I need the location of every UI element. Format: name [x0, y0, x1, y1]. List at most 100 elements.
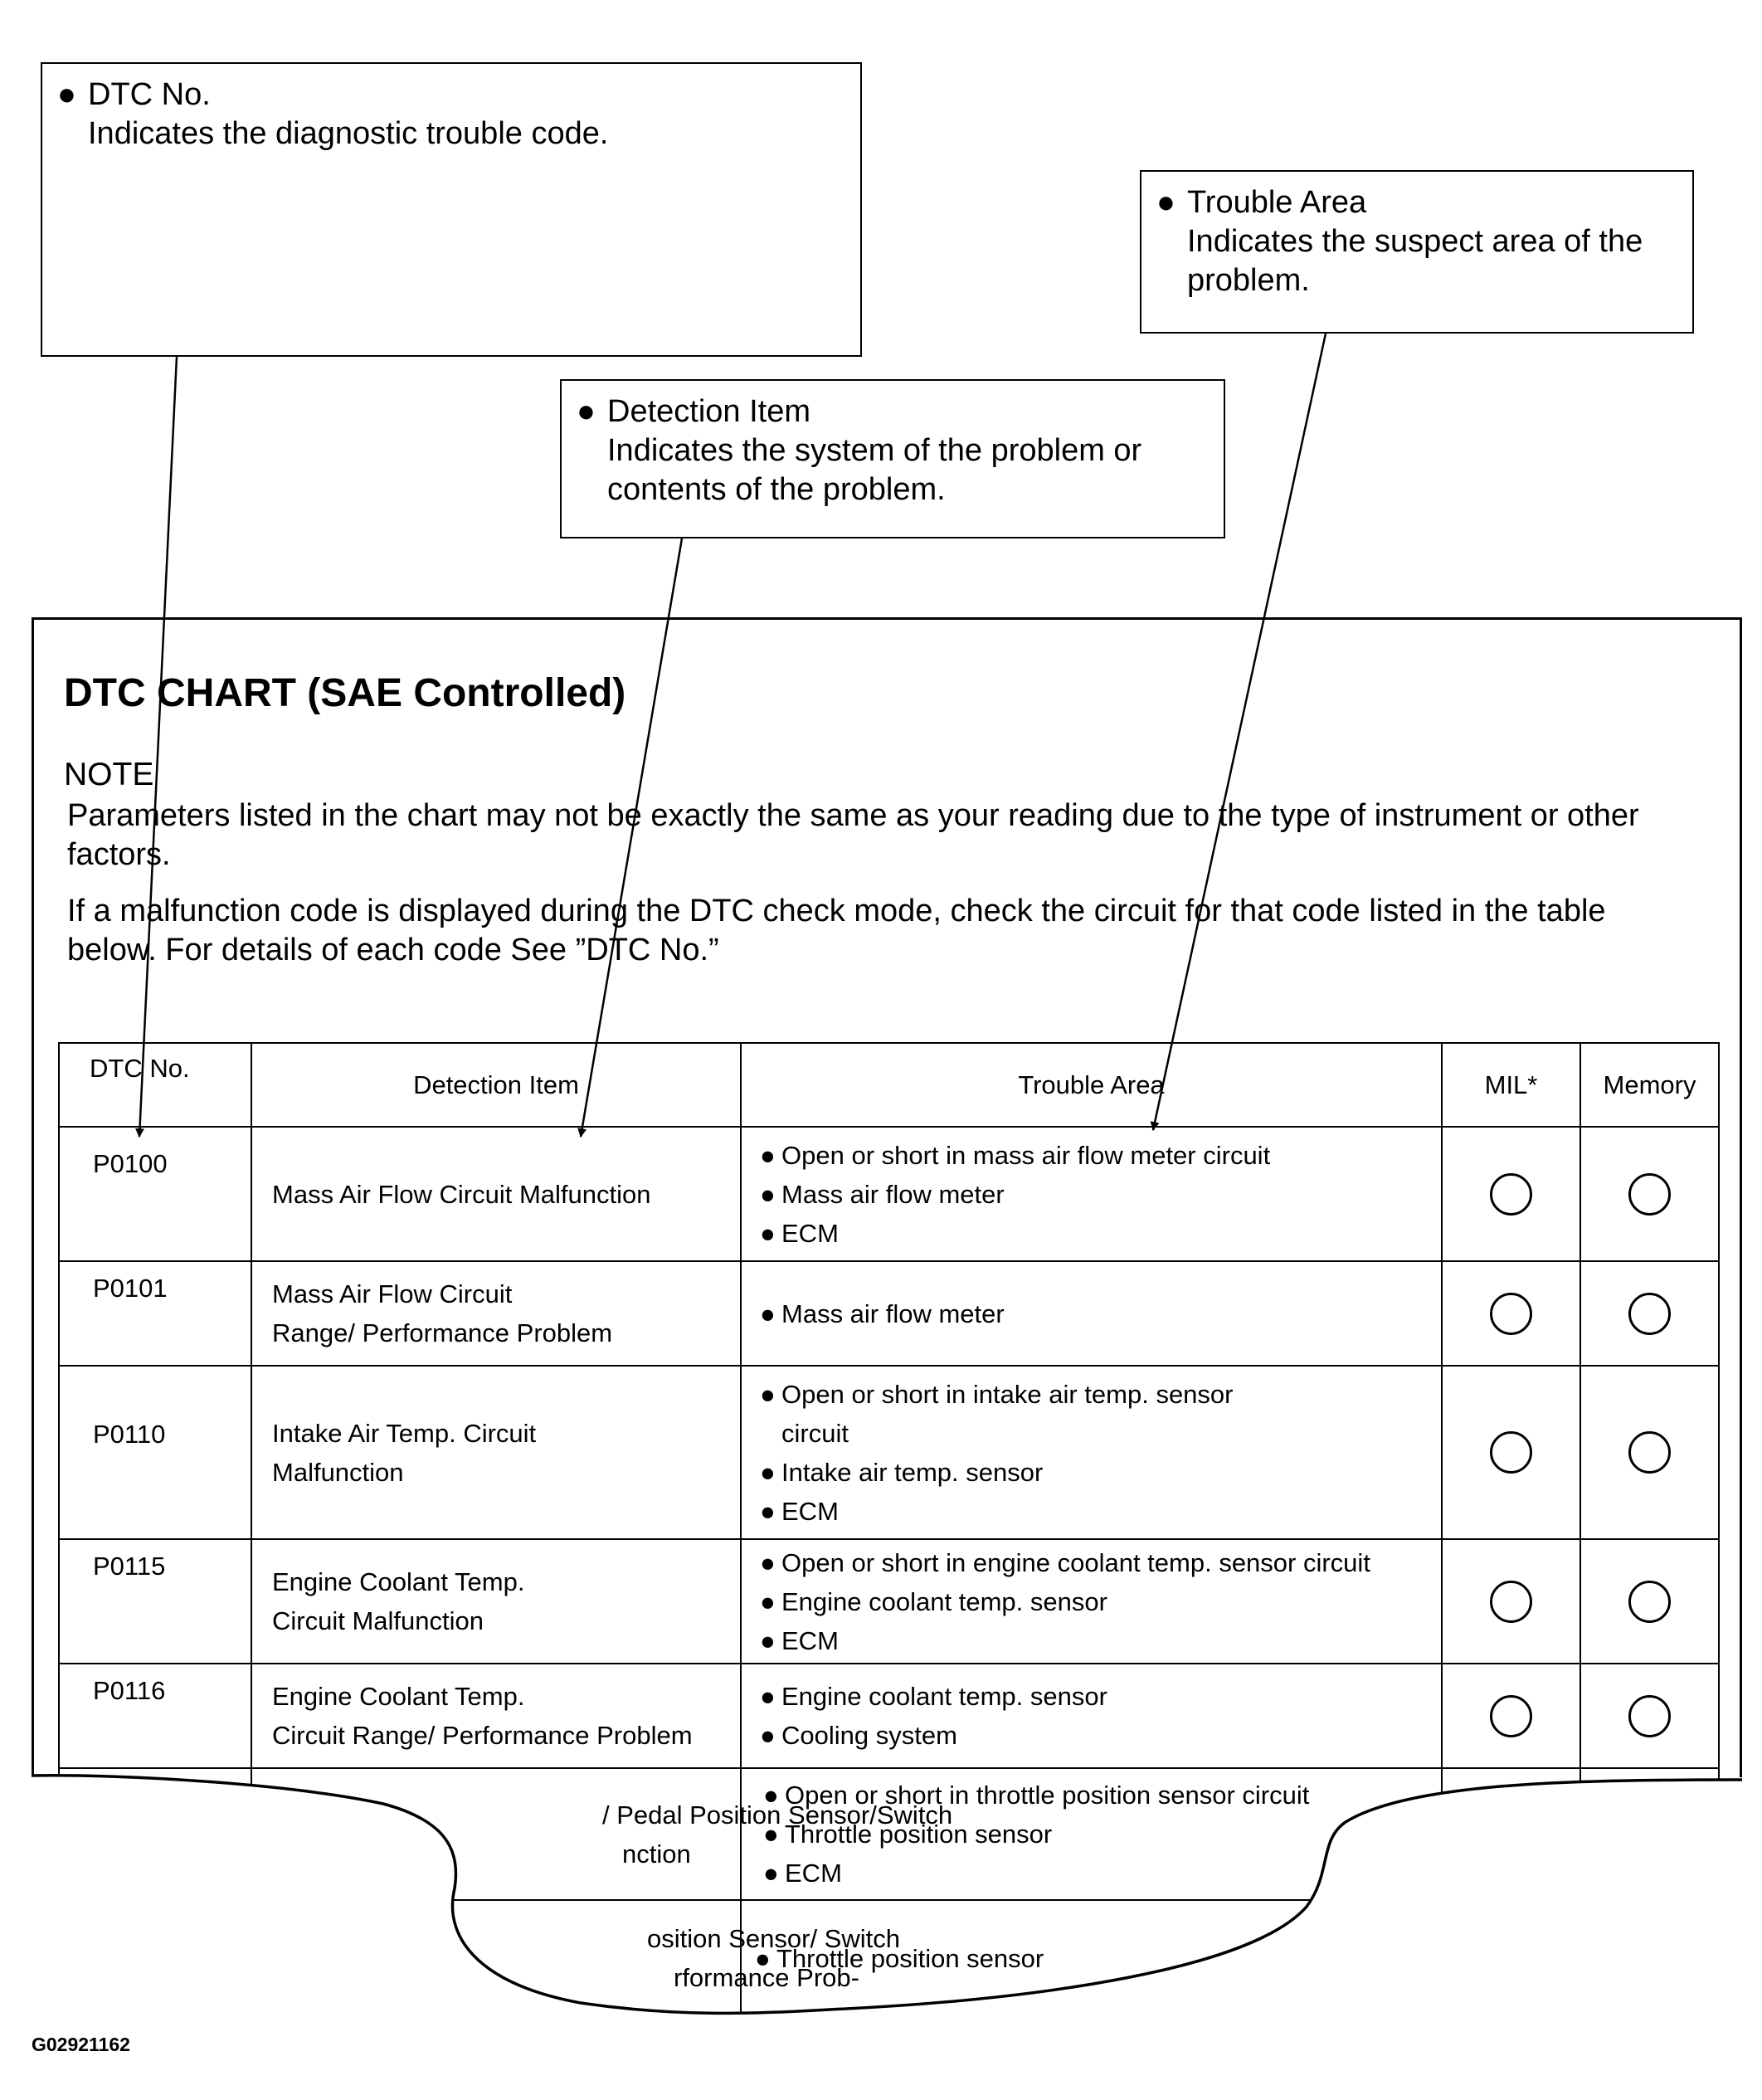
callout-dtc-no: ● DTC No. Indicates the diagnostic troub… — [41, 62, 862, 357]
memory-cell — [1579, 1663, 1720, 1769]
trouble-area-line: ●Open or short in mass air flow meter ci… — [760, 1136, 1441, 1175]
trouble-area-line: ●Throttle position sensor — [763, 1815, 1441, 1854]
leader-arrow-detection-item — [577, 538, 684, 1138]
detection-item-line: / Pedal Position Sensor/Switch — [602, 1800, 953, 1830]
detection-item-line: Intake Air Temp. Circuit — [272, 1418, 537, 1448]
detection-item-line: Engine Coolant Temp. — [272, 1682, 525, 1711]
callout-detection-item: ● Detection Item Indicates the system of… — [560, 379, 1225, 538]
circle-mark-icon — [1628, 1172, 1671, 1216]
note-paragraph-1-line-1: Parameters listed in the chart may not b… — [67, 798, 1639, 833]
memory-cell — [1579, 1538, 1720, 1664]
trouble-area-line: ●Cooling system — [760, 1716, 1441, 1755]
bullet-icon: ● — [763, 1820, 779, 1849]
detection-item: Mass Air Flow Circuit Malfunction — [251, 1126, 742, 1262]
callout-detection-item-description-1: Indicates the system of the problem or — [607, 433, 1142, 468]
callout-trouble-area-description-1: Indicates the suspect area of the — [1187, 224, 1643, 259]
circle-mark-icon — [1490, 1292, 1532, 1335]
trouble-area-line: circuit — [781, 1418, 849, 1448]
torn-edge-line — [31, 1774, 1743, 2015]
callout-dtc-no-description: Indicates the diagnostic trouble code. — [88, 116, 609, 151]
bullet-icon: ● — [760, 1496, 776, 1526]
detection-item-line: Engine Coolant Temp. — [272, 1567, 525, 1596]
torn-area-mask — [0, 1775, 1762, 2100]
trouble-area-line: ●ECM — [760, 1214, 1441, 1253]
trouble-area-line: ●Engine coolant temp. sensor — [760, 1677, 1441, 1716]
trouble-area-line: ●Mass air flow meter — [760, 1294, 1441, 1333]
header-dtc-no: DTC No. — [58, 1042, 252, 1128]
callout-detection-item-description-2: contents of the problem. — [607, 472, 946, 507]
bullet-icon: ● — [763, 1781, 779, 1810]
bullet-icon: ● — [760, 1218, 776, 1248]
bullet-icon: ● — [577, 394, 596, 429]
bullet-icon: ● — [760, 1140, 776, 1170]
bullet-icon: ● — [755, 1943, 771, 1973]
memory-cell — [1579, 1260, 1720, 1367]
trouble-area: ●Mass air flow meter — [740, 1260, 1443, 1367]
trouble-area: ●Open or short in engine coolant temp. s… — [740, 1538, 1443, 1664]
detection-item-line: nction — [622, 1839, 691, 1869]
bullet-icon: ● — [763, 1859, 779, 1888]
note-paragraph-1: Parameters listed in the chart may not b… — [67, 797, 1639, 875]
trouble-area-line: ●Open or short in throttle position sens… — [763, 1776, 1441, 1815]
leader-arrow-trouble-area — [1150, 333, 1327, 1132]
bullet-icon: ● — [760, 1625, 776, 1655]
trouble-area-line: ●Intake air temp. sensor — [760, 1453, 1441, 1492]
bullet-icon: ● — [1156, 185, 1175, 220]
bullet-icon: ● — [760, 1682, 776, 1711]
bullet-icon: ● — [760, 1586, 776, 1616]
header-memory: Memory — [1579, 1042, 1720, 1128]
callout-trouble-area-title: Trouble Area — [1187, 185, 1367, 220]
detection-item-line: Malfunction — [272, 1457, 404, 1487]
circle-mark-icon — [1628, 1580, 1671, 1623]
trouble-area: ●Engine coolant temp. sensor ●Cooling sy… — [740, 1663, 1443, 1769]
trouble-area-line: ●ECM — [760, 1492, 1441, 1531]
detection-item-line: Circuit Malfunction — [272, 1606, 484, 1635]
detection-item: Mass Air Flow Circuit Range/ Performance… — [251, 1260, 742, 1367]
trouble-area-line: ●Open or short in intake air temp. senso… — [760, 1375, 1441, 1414]
table-row: P0101 Mass Air Flow Circuit Range/ Perfo… — [58, 1260, 1720, 1367]
trouble-area-line: ●Throttle position sensor — [755, 1939, 1441, 1978]
detection-item-line: Circuit Range/ Performance Problem — [272, 1721, 693, 1750]
callout-trouble-area: ● Trouble Area Indicates the suspect are… — [1140, 170, 1694, 334]
figure-id: G02921162 — [32, 2034, 130, 2055]
circle-mark-icon — [1490, 1694, 1532, 1737]
table-row: P0115 Engine Coolant Temp. Circuit Malfu… — [58, 1538, 1720, 1664]
table-row: P0100 Mass Air Flow Circuit Malfunction … — [58, 1126, 1720, 1262]
detection-item-line: rformance Prob- — [674, 1963, 859, 1992]
bullet-icon: ● — [57, 77, 76, 112]
dtc-code: P0101 — [58, 1260, 252, 1367]
memory-cell — [1579, 1126, 1720, 1262]
detection-item-line: osition Sensor/ Switch — [647, 1924, 900, 1953]
header-detection-item: Detection Item — [251, 1042, 742, 1128]
mil-cell — [1441, 1126, 1581, 1262]
note-paragraph-2-line-1: If a malfunction code is displayed durin… — [67, 894, 1606, 928]
trouble-area: ●Open or short in mass air flow meter ci… — [740, 1126, 1443, 1262]
header-trouble-area: Trouble Area — [740, 1042, 1443, 1128]
table-header-row: DTC No. Detection Item Trouble Area MIL*… — [58, 1042, 1720, 1128]
callout-dtc-no-title: DTC No. — [88, 77, 211, 112]
chart-title: DTC CHART (SAE Controlled) — [64, 671, 626, 715]
bullet-icon: ● — [760, 1547, 776, 1577]
table-row: P0110 Intake Air Temp. Circuit Malfuncti… — [58, 1365, 1720, 1540]
trouble-area-line: ●Mass air flow meter — [760, 1175, 1441, 1214]
table-row: P0116 Engine Coolant Temp. Circuit Range… — [58, 1663, 1720, 1769]
circle-mark-icon — [1628, 1431, 1671, 1474]
circle-mark-icon — [1490, 1172, 1532, 1216]
dtc-code: P0110 — [58, 1365, 252, 1540]
trouble-area-line: ●ECM — [763, 1854, 1441, 1893]
bullet-icon: ● — [760, 1457, 776, 1487]
mil-cell — [1441, 1260, 1581, 1367]
circle-mark-icon — [1490, 1580, 1532, 1623]
circle-mark-icon — [1490, 1431, 1532, 1474]
memory-cell — [1579, 1365, 1720, 1540]
callout-detection-item-title: Detection Item — [607, 394, 810, 429]
trouble-area: ●Open or short in intake air temp. senso… — [740, 1365, 1443, 1540]
dtc-code: P0100 — [58, 1126, 252, 1262]
bullet-icon: ● — [760, 1298, 776, 1328]
mil-cell — [1441, 1365, 1581, 1540]
bullet-icon: ● — [760, 1379, 776, 1409]
dtc-code: P0115 — [58, 1538, 252, 1664]
detection-item-line: Mass Air Flow Circuit Malfunction — [272, 1179, 651, 1209]
trouble-area-line: ●ECM — [760, 1621, 1441, 1660]
